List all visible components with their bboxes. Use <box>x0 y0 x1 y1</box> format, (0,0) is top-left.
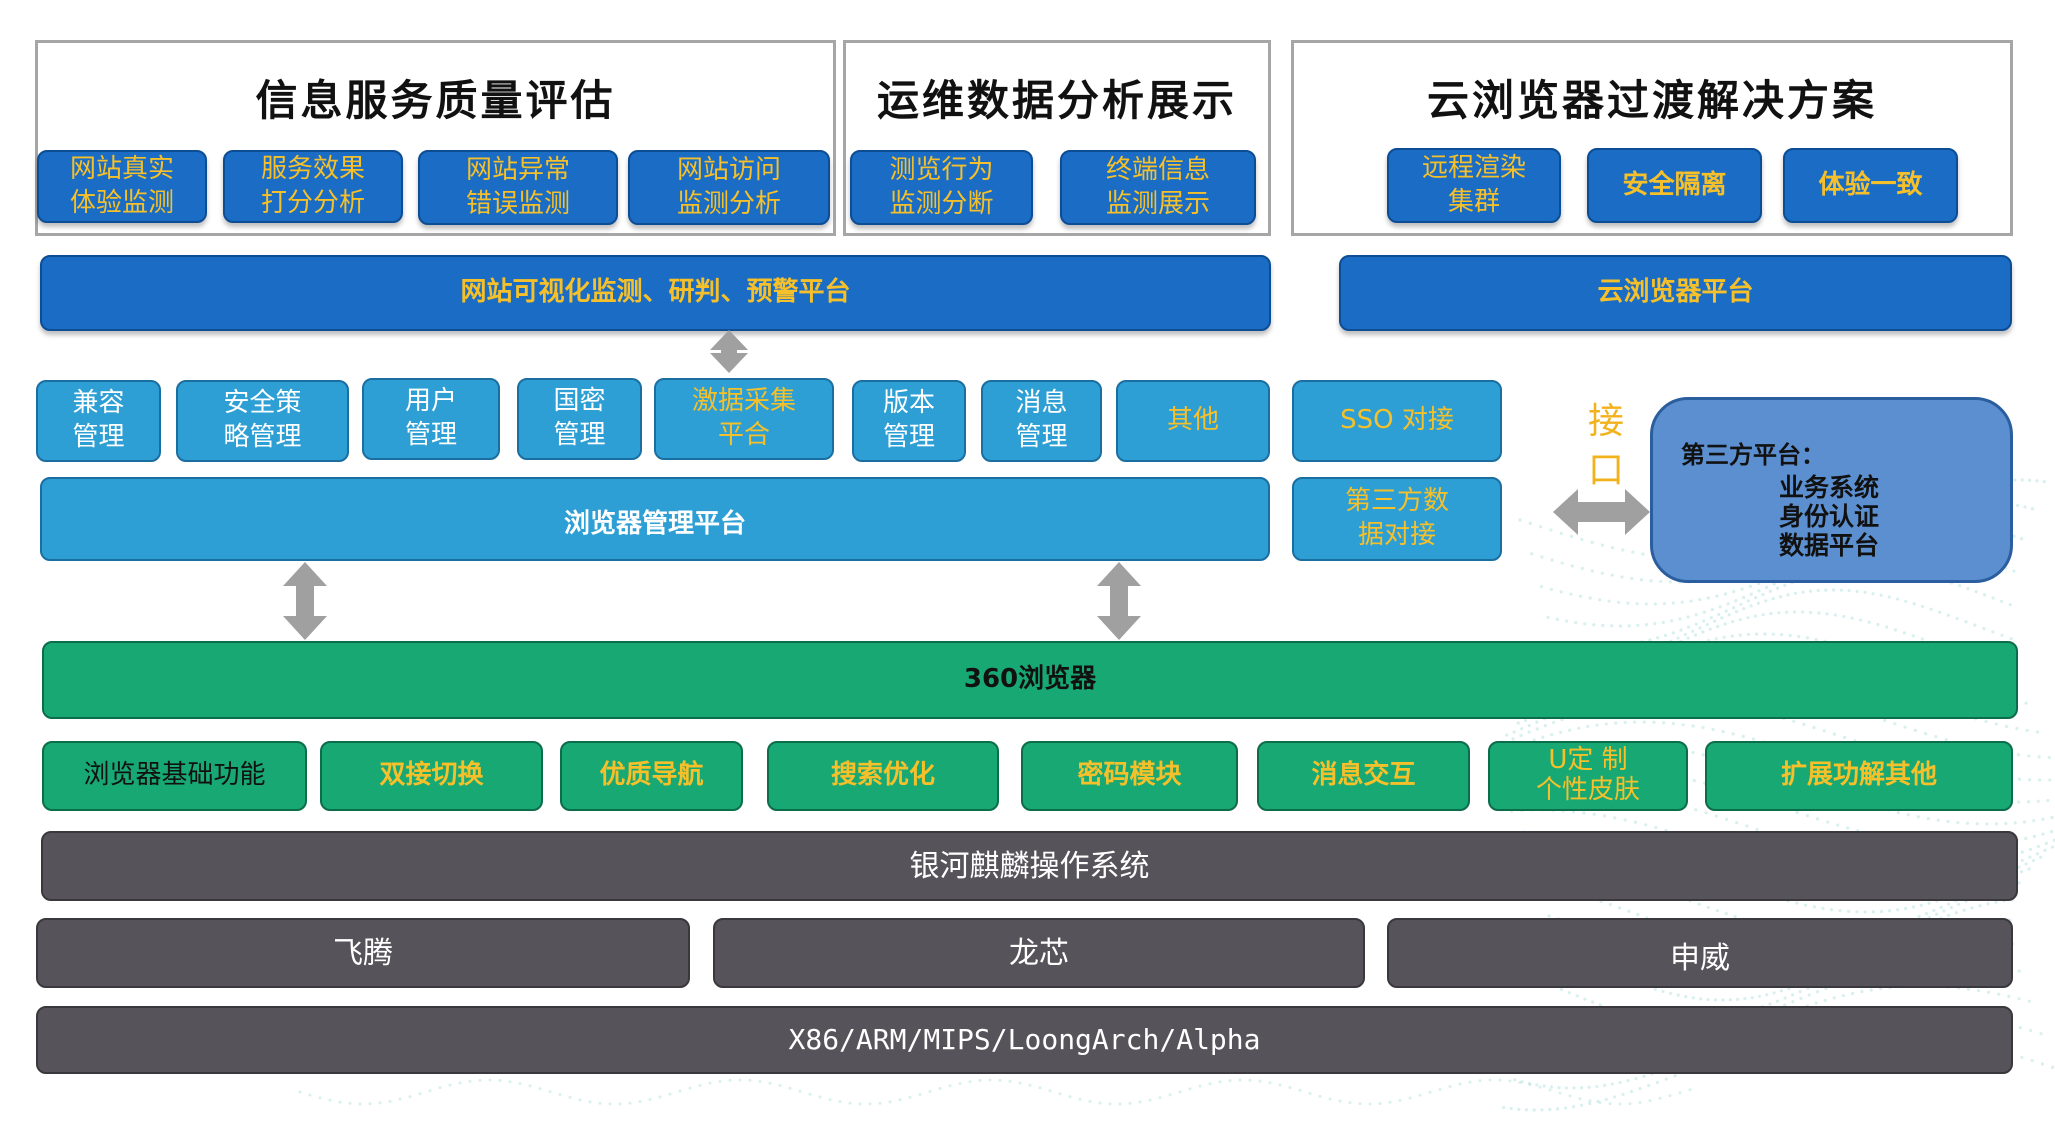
cpu-platform[interactable]: 龙芯 <box>713 918 1365 988</box>
management-module[interactable]: 其他 <box>1116 380 1270 462</box>
third-party-item: 身份认证 <box>1779 501 1880 531</box>
quality-item[interactable]: 网站异常 错误监测 <box>418 150 618 225</box>
browser-feature[interactable]: 双接切换 <box>320 741 543 811</box>
ops-item[interactable]: 测览行为 监测分断 <box>850 150 1033 225</box>
third-party-data-connect[interactable]: 第三方数 据对接 <box>1292 477 1502 561</box>
cpu-platform[interactable]: 申威 <box>1387 918 2013 988</box>
quality-item[interactable]: 服务效果 打分分析 <box>223 150 403 223</box>
interface-label: 接 口 <box>1587 401 1624 491</box>
double-arrow-icon <box>283 562 327 640</box>
cpu-platform[interactable]: 飞腾 <box>36 918 690 988</box>
quality-title: 信息服务质量评估 <box>255 76 616 125</box>
cloud-title: 云浏览器过渡解决方案 <box>1426 76 1877 125</box>
management-module[interactable]: 国密 管理 <box>517 378 642 460</box>
management-module[interactable]: 版本 管理 <box>852 380 966 462</box>
monitor-platform[interactable]: 网站可视化监测、研判、预警平台 <box>40 255 1271 331</box>
browser-feature[interactable]: 密码模块 <box>1021 741 1238 811</box>
third-party-items: 业务系统 身份认证 数据平台 <box>1779 473 2010 560</box>
management-module[interactable]: 兼容 管理 <box>36 380 161 462</box>
third-party-item: 业务系统 <box>1779 473 1880 502</box>
ops-title: 运维数据分析展示 <box>876 76 1237 125</box>
ops-item[interactable]: 终端信息 监测展示 <box>1060 150 1256 225</box>
cloud-browser-platform[interactable]: 云浏览器平台 <box>1339 255 2012 331</box>
browser-360[interactable]: 360浏览器 <box>42 641 2018 719</box>
sso-connect[interactable]: SSO 对接 <box>1292 380 1502 462</box>
management-module[interactable]: 用户 管理 <box>362 378 500 460</box>
management-module[interactable]: 安全策 略管理 <box>176 380 349 462</box>
management-module[interactable]: 消息 管理 <box>981 380 1102 462</box>
browser-feature[interactable]: 搜索优化 <box>767 741 999 811</box>
third-party-item: 数据平台 <box>1779 530 1880 560</box>
management-module[interactable]: 激据采集 平合 <box>654 378 834 460</box>
browser-feature[interactable]: 优质导航 <box>560 741 743 811</box>
double-arrow-icon <box>1553 489 1650 535</box>
quality-item[interactable]: 网站真实 体验监测 <box>37 150 207 223</box>
browser-feature[interactable]: 扩展功解其他 <box>1705 741 2013 811</box>
operating-system[interactable]: 银河麒麟操作系统 <box>41 831 2018 901</box>
browser-management-platform[interactable]: 浏览器管理平台 <box>40 477 1270 561</box>
quality-item[interactable]: 网站访问 监测分析 <box>628 150 830 225</box>
cpu-architecture[interactable]: X86/ARM/MIPS/LoongArch/Alpha <box>36 1006 2013 1074</box>
third-party-title: 第三方平台： <box>1681 441 1825 469</box>
third-party-platform[interactable]: 第三方平台： 业务系统 身份认证 数据平台 <box>1650 397 2013 583</box>
browser-feature[interactable]: U定 制 个性皮肤 <box>1488 741 1688 811</box>
double-arrow-icon <box>710 330 748 373</box>
cloud-item[interactable]: 安全隔离 <box>1587 148 1762 223</box>
browser-feature[interactable]: 浏览器基础功能 <box>42 741 307 811</box>
cloud-item[interactable]: 体验一致 <box>1783 148 1958 223</box>
cloud-item[interactable]: 远程渲染 集群 <box>1387 148 1561 223</box>
browser-feature[interactable]: 消息交互 <box>1257 741 1470 811</box>
double-arrow-icon <box>1097 562 1141 640</box>
